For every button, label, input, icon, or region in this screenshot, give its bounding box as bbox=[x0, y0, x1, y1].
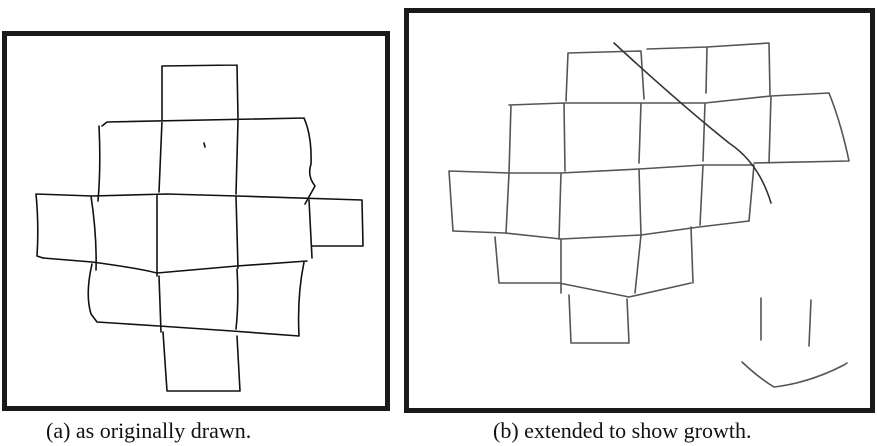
caption-panel-a: (a) as originally drawn. bbox=[46, 418, 252, 443]
caption-panel-b: (b) extended to show growth. bbox=[493, 418, 752, 443]
sketch-b-grid bbox=[448, 42, 850, 388]
panel-a-original-drawing bbox=[2, 31, 390, 411]
sketch-a-grid bbox=[35, 64, 364, 392]
panel-b-extended-drawing bbox=[404, 8, 875, 413]
